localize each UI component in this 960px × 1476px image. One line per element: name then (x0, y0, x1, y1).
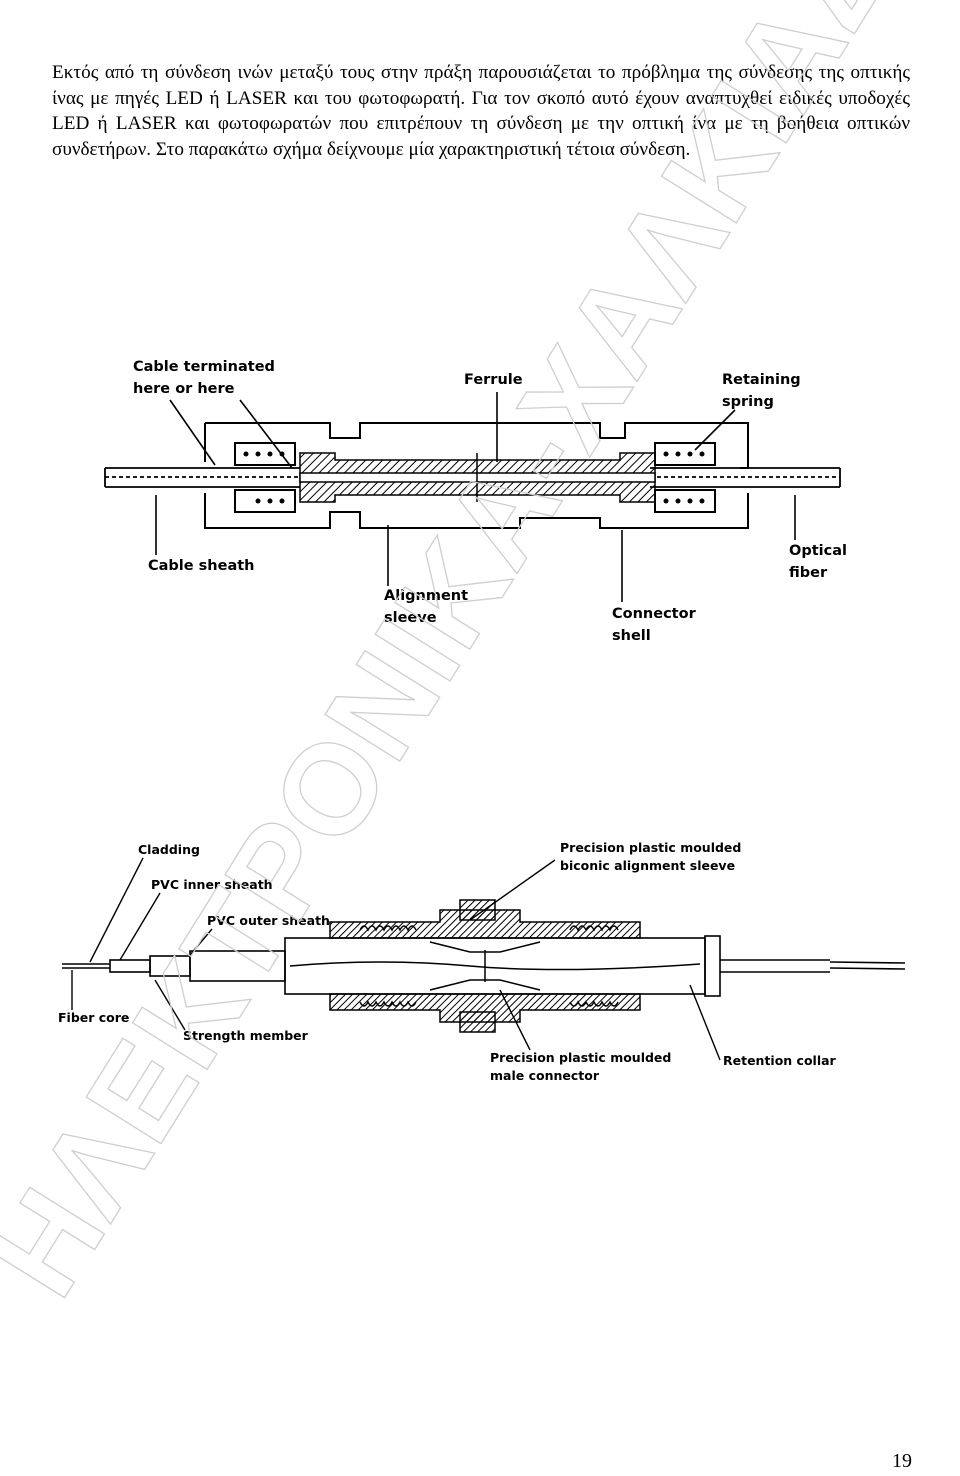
label-alignment-2: sleeve (384, 610, 437, 626)
label-precision-sleeve: Precision plastic moulded (560, 840, 741, 855)
label-cable-terminated: Cable terminated (133, 359, 275, 375)
label-pvc-outer: PVC outer sheath (207, 913, 330, 928)
label-retaining: Retaining (722, 372, 801, 388)
connector-diagram-1: Cable terminated here or here Ferrule Re… (104, 359, 847, 644)
label-retention-collar: Retention collar (723, 1053, 837, 1068)
biconic-sleeve (289, 941, 701, 991)
paragraph-line: σκοπό αυτό έχουν αναπτυχθεί ειδικές υποδ… (52, 87, 910, 135)
paragraph-line: Στο παρακάτω σχήμα δείχνουμε μία χαρακτη… (155, 138, 691, 160)
label-alignment: Alignment (384, 588, 468, 604)
moulded-housing (329, 899, 641, 1033)
label-connector-2: shell (612, 628, 651, 644)
label-optical: Optical (789, 543, 847, 559)
label-connector: Connector (612, 606, 697, 622)
connector-tube (284, 935, 906, 997)
connector-diagram-2: Cladding PVC inner sheath PVC outer shea… (58, 840, 906, 1083)
intro-paragraph: Εκτός από τη σύνδεση ινών μεταξύ τους στ… (52, 60, 910, 162)
label-precision-male: Precision plastic moulded (490, 1050, 671, 1065)
label-pvc-inner: PVC inner sheath (151, 877, 273, 892)
label-optical-2: fiber (789, 565, 828, 581)
label-cladding: Cladding (138, 842, 200, 857)
label-cable-sheath: Cable sheath (148, 558, 254, 574)
page-number: 19 (892, 1450, 912, 1472)
retaining-spring-dots (243, 451, 705, 504)
label-strength-member: Strength member (183, 1028, 309, 1043)
paragraph-line: Εκτός από τη σύνδεση ινών μεταξύ τους στ… (52, 62, 732, 83)
label-ferrule: Ferrule (464, 372, 523, 388)
spring-coils (359, 925, 619, 1007)
fiber-cable (104, 467, 841, 488)
label-retaining-2: spring (722, 394, 774, 410)
paragraph-line: σύνδεσης της οπτικής ίνας με πηγές LED ή… (52, 62, 910, 109)
label-precision-sleeve-2: biconic alignment sleeve (560, 858, 735, 873)
cable-left (62, 950, 286, 982)
ferrule (299, 452, 656, 503)
label-precision-male-2: male connector (490, 1068, 600, 1083)
paragraph-line: που επιτρέπουν τη σύνδεση με την οπτική … (52, 113, 911, 160)
label-cable-terminated-2: here or here (133, 381, 235, 397)
label-fiber-core: Fiber core (58, 1010, 129, 1025)
